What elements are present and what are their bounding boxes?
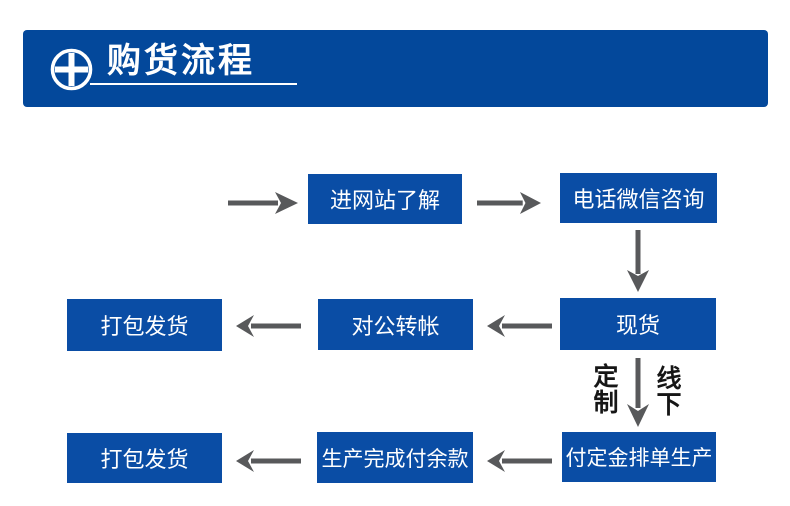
section-header: 购货流程: [23, 30, 768, 107]
flow-box-pay-balance: 生产完成付余款: [317, 432, 473, 483]
arrow-left-transfer-to-ship: [236, 315, 301, 337]
flow-box-in-stock: 现货: [560, 298, 716, 350]
flow-box-pack-ship-1: 打包发货: [67, 299, 222, 351]
arrow-right-start-to-website: [228, 192, 298, 214]
title-underline: [90, 83, 297, 85]
flow-box-phone-wechat-consult: 电话微信咨询: [560, 173, 717, 223]
arrow-left-balance-to-ship: [236, 450, 301, 472]
plus-circle-icon: [50, 48, 93, 91]
arrow-down-stock-to-deposit: [627, 358, 649, 427]
branch-label-custom: 定制: [593, 364, 619, 417]
flow-box-visit-website: 进网站了解: [308, 174, 462, 224]
arrow-left-deposit-to-balance: [487, 450, 552, 472]
flow-box-corporate-transfer: 对公转帐: [318, 299, 473, 350]
flow-box-deposit-production: 付定金排单生产: [562, 432, 716, 482]
flow-box-pack-ship-2: 打包发货: [67, 433, 222, 483]
page-title: 购货流程: [107, 42, 255, 80]
arrow-right-website-to-consult: [477, 192, 541, 214]
arrow-left-stock-to-transfer: [487, 315, 552, 337]
arrow-down-consult-to-stock: [627, 230, 649, 292]
branch-label-offline: 线下: [656, 366, 682, 419]
